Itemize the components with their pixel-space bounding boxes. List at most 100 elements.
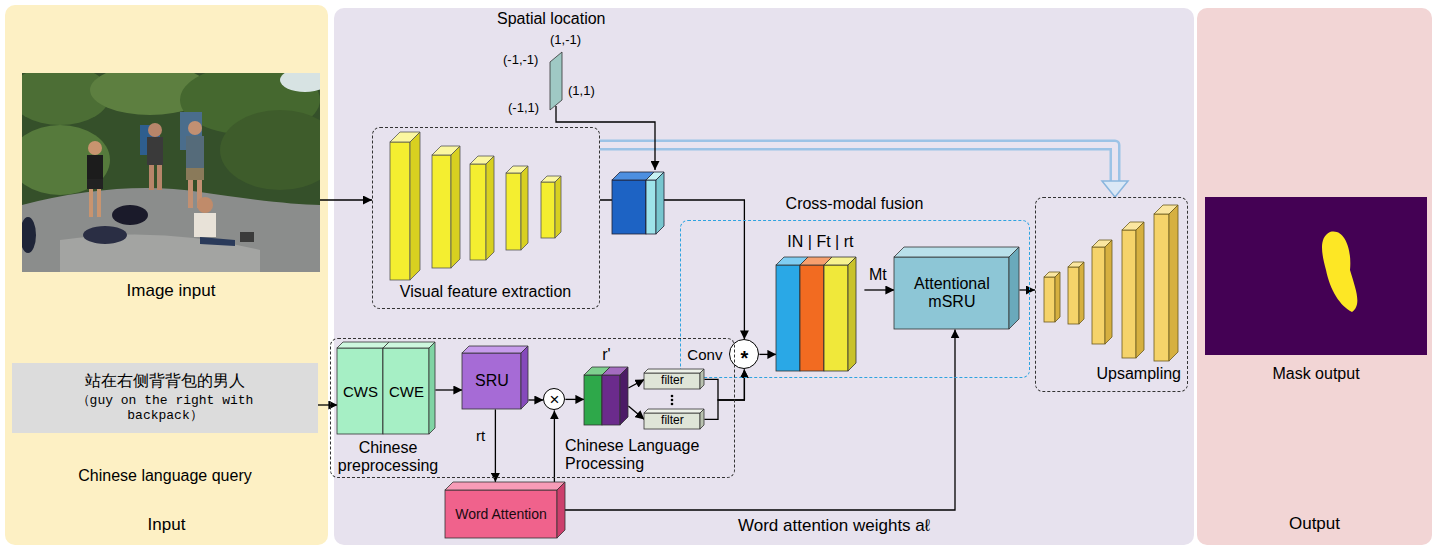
process-box: CWE bbox=[383, 342, 435, 434]
spatial-feature-slice bbox=[656, 172, 664, 234]
image-frame: Image input bbox=[22, 73, 320, 272]
box-face bbox=[644, 373, 700, 389]
feature-stack: r' bbox=[584, 367, 628, 425]
box-face bbox=[429, 342, 435, 434]
encoder-layer bbox=[555, 176, 561, 238]
node-text: SRU bbox=[475, 372, 509, 390]
encoder-layer bbox=[410, 132, 420, 280]
box-face bbox=[644, 409, 704, 413]
node-text: 站在右侧背背包的男人 bbox=[85, 372, 245, 390]
box-face bbox=[800, 265, 824, 371]
connector bbox=[435, 390, 462, 391]
skip-connection bbox=[600, 145, 1128, 197]
node-text: （guy on the right with backpack） bbox=[45, 394, 285, 424]
encoder-layer bbox=[486, 156, 494, 260]
ellipsis-dot bbox=[671, 403, 674, 406]
model-panel-ground bbox=[334, 8, 1194, 545]
photo-person bbox=[97, 189, 101, 217]
photo-person bbox=[194, 213, 216, 237]
box-face bbox=[337, 348, 383, 434]
process-box: SRU bbox=[462, 346, 528, 409]
box-face bbox=[776, 265, 800, 371]
photo-person bbox=[149, 165, 154, 190]
attention-box: Word Attention bbox=[445, 482, 565, 538]
edge-label: rt bbox=[476, 427, 485, 444]
box-face bbox=[383, 342, 435, 348]
skip-connection-line bbox=[600, 145, 1115, 183]
node-text: * bbox=[740, 341, 748, 368]
photo-person bbox=[87, 155, 103, 179]
connector-line bbox=[320, 199, 372, 200]
node-text: IN | Ft | rt bbox=[756, 233, 884, 251]
spatial-location-wire bbox=[556, 106, 655, 170]
connector-line bbox=[528, 399, 543, 400]
box-face bbox=[521, 346, 528, 409]
input-panel: InputImage input站在右侧背背包的男人（guy on the ri… bbox=[5, 5, 328, 545]
box-face bbox=[894, 257, 1009, 329]
filter-box: filter bbox=[644, 409, 704, 429]
caption-text: Chinese preprocessing bbox=[333, 439, 443, 476]
photo-person bbox=[186, 168, 204, 180]
box-face bbox=[620, 367, 628, 425]
query-box: 站在右侧背背包的男人 （guy on the right with backpac… bbox=[12, 363, 318, 433]
photo-sky bbox=[280, 73, 320, 92]
output-panel: OutputMask output bbox=[1197, 8, 1432, 545]
node-text: Conv bbox=[687, 346, 722, 363]
mask-ground bbox=[1205, 197, 1427, 355]
node-text: Chinese Language Processing bbox=[565, 437, 731, 474]
box-face bbox=[700, 409, 704, 429]
connector bbox=[528, 400, 543, 401]
box-face bbox=[1009, 247, 1019, 329]
connector bbox=[565, 329, 955, 510]
photo-person bbox=[188, 180, 193, 208]
photo-person bbox=[88, 141, 102, 155]
box-face bbox=[584, 375, 602, 425]
connector bbox=[320, 200, 372, 201]
photo-bag bbox=[83, 226, 127, 244]
encoder-layer bbox=[390, 142, 410, 280]
node-text: Upsampling bbox=[1097, 365, 1181, 383]
node-text: Mask output bbox=[1205, 365, 1427, 383]
box-face bbox=[383, 348, 429, 434]
box-outline bbox=[584, 367, 628, 425]
photo-foliage bbox=[22, 125, 110, 195]
decoder-layer bbox=[1105, 240, 1112, 344]
photo-foliage bbox=[220, 110, 320, 190]
annotation-text: (-1,-1) bbox=[503, 53, 538, 68]
annotation-text: (-1,1) bbox=[508, 101, 539, 116]
photo-person bbox=[148, 123, 162, 137]
connector-line bbox=[628, 379, 644, 388]
decoder-layer bbox=[1136, 222, 1144, 358]
connector bbox=[318, 405, 337, 406]
node-text: r' bbox=[584, 346, 628, 364]
node-text: filter bbox=[661, 374, 684, 388]
box-face bbox=[824, 265, 848, 371]
photo-bag bbox=[22, 217, 36, 253]
skip-connection-head bbox=[1102, 181, 1128, 197]
box-face bbox=[700, 369, 704, 389]
mask-frame: Mask output bbox=[1205, 197, 1427, 355]
connector-line bbox=[628, 406, 644, 419]
input-panel-ground bbox=[5, 5, 328, 545]
photo-person bbox=[188, 121, 202, 135]
fusion-group: Cross-modal fusionConv*IN | Ft | rtAtten… bbox=[680, 220, 1030, 378]
box-outline bbox=[776, 257, 864, 371]
box-face bbox=[644, 413, 700, 429]
connector-line bbox=[1019, 289, 1035, 290]
decoder-layer bbox=[1154, 214, 1169, 361]
edge-label: Word attention weights aℓ bbox=[738, 516, 930, 536]
box-face bbox=[557, 482, 565, 538]
visual-feature-block bbox=[612, 180, 646, 234]
multiply-operator: × bbox=[543, 388, 565, 410]
connector bbox=[864, 290, 894, 291]
photo-person bbox=[147, 137, 163, 165]
node-text: Attentional mSRU bbox=[894, 275, 1009, 312]
connector bbox=[704, 369, 744, 400]
photo-person bbox=[87, 179, 103, 189]
output-panel-ground bbox=[1197, 8, 1432, 545]
process-box: Attentional mSRU bbox=[894, 247, 1019, 329]
node-text: Word Attention bbox=[455, 506, 547, 522]
connector bbox=[1019, 290, 1035, 291]
decoder-layer bbox=[1055, 272, 1060, 322]
annotation-text: (1,1) bbox=[568, 84, 595, 99]
